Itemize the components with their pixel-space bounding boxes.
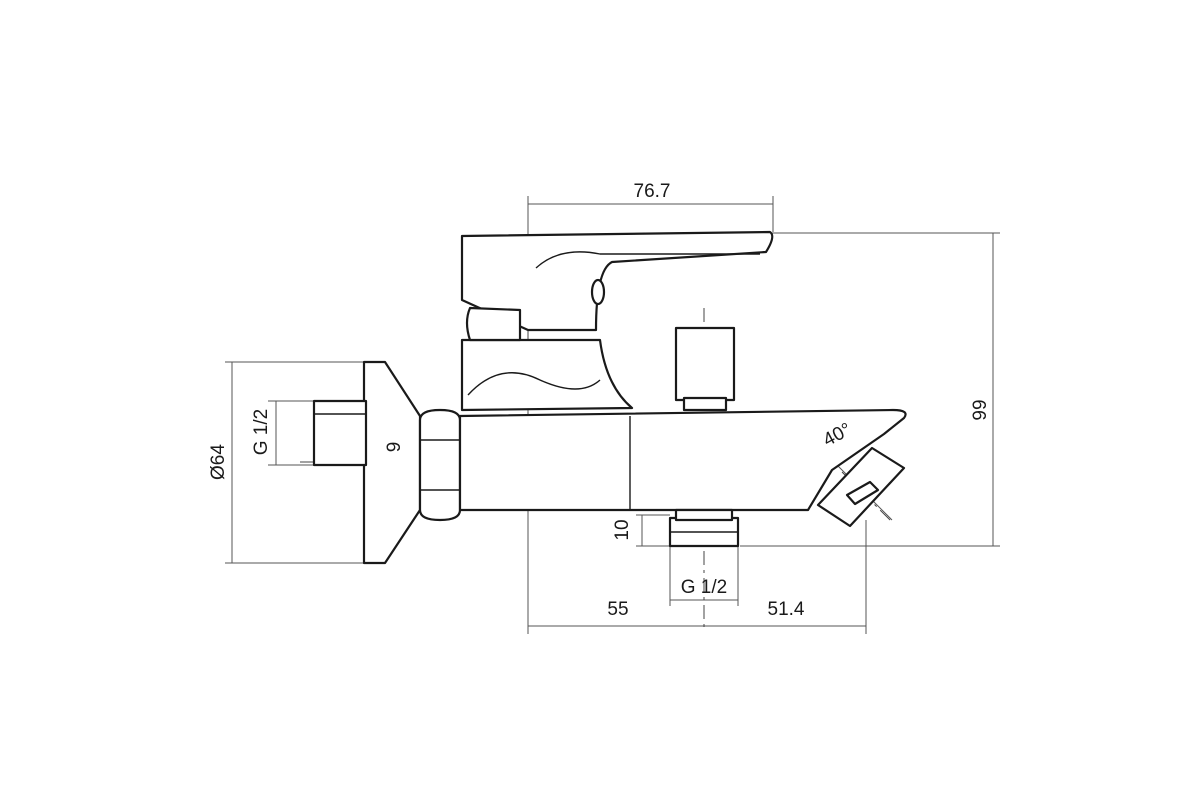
diverter-stem	[682, 396, 728, 412]
label-outlet-height: 10	[612, 519, 633, 540]
faucet-parts	[312, 230, 907, 565]
aerator-detail	[845, 480, 880, 506]
lever-screw	[590, 278, 606, 306]
label-inlet-thread: G 1/2	[251, 409, 272, 455]
label-spout-offset: 55	[607, 599, 628, 620]
hex-nut	[418, 408, 462, 522]
outlet-nut	[674, 508, 734, 522]
inlet-thread	[312, 399, 368, 467]
label-inlet-offset: 9	[384, 442, 405, 453]
label-outlet-thread: G 1/2	[681, 577, 727, 598]
lever-pivot	[465, 306, 522, 342]
label-handle-width: 76.7	[634, 181, 671, 202]
cartridge-housing	[460, 338, 634, 412]
label-spout-reach: 51.4	[768, 599, 805, 620]
faucet-body	[458, 408, 907, 512]
label-total-height: 99	[970, 399, 991, 420]
diverter-knob	[674, 326, 736, 402]
wall-escutcheon	[362, 360, 422, 565]
label-escutcheon-diameter: Ø64	[208, 444, 229, 480]
lever-handle	[460, 230, 774, 332]
